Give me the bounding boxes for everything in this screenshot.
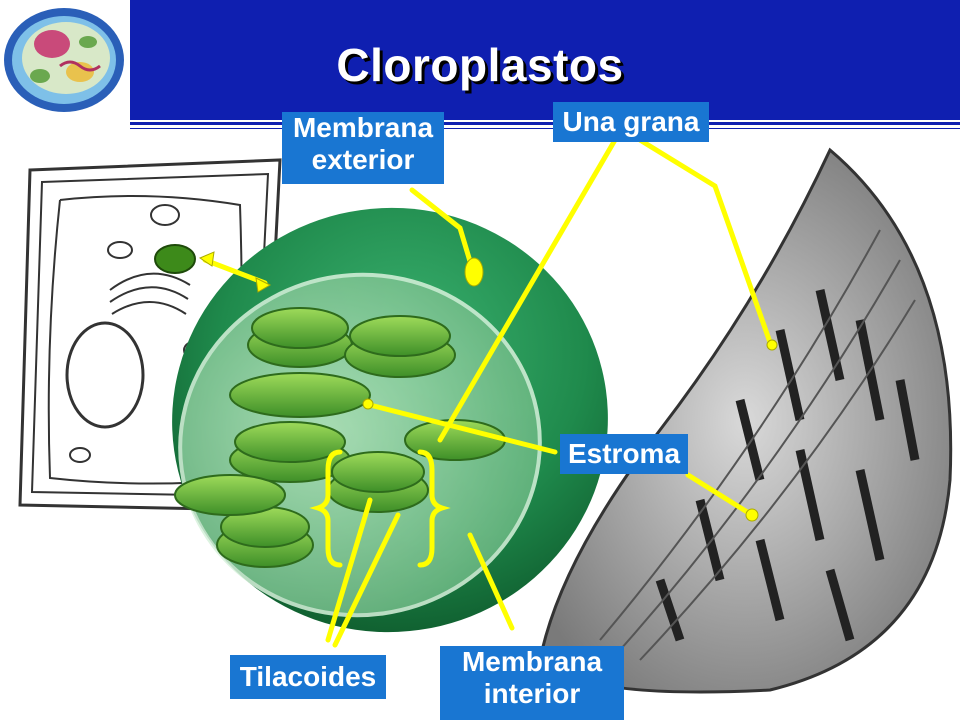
label-inner-membrane-line1: Membrana (461, 646, 603, 677)
label-inner-membrane-line2: interior (483, 678, 581, 709)
chloroplast-model (172, 207, 608, 633)
pointer-granum-micrograph (637, 137, 775, 351)
page-title: Cloroplastos (336, 39, 624, 91)
pointer-stroma-micrograph (685, 472, 755, 518)
thylakoid-stacks (174, 307, 506, 568)
chloroplast-in-cell (154, 244, 196, 274)
label-inner-membrane: Membrana interior (440, 646, 624, 720)
electron-micrograph (538, 147, 953, 694)
label-outer-membrane-line2: exterior (311, 144, 415, 175)
thylakoid-braces (309, 449, 451, 568)
pointer-lines (202, 137, 775, 648)
pointer-outer-membrane (409, 187, 475, 271)
pointer-thylakoid-2 (332, 512, 401, 648)
label-stroma: Estroma (560, 434, 688, 474)
pointer-thylakoid-1 (325, 497, 373, 643)
cell-logo-icon (4, 8, 124, 112)
cell-logo (0, 0, 130, 122)
label-granum: Una grana (553, 102, 709, 142)
pointer-markers (198, 251, 778, 522)
pointer-cell-chloroplast (202, 257, 268, 286)
pointer-stroma-model (367, 402, 558, 455)
pointer-inner-membrane (467, 532, 515, 631)
header-divider-thin (130, 128, 960, 129)
pointer-granum-model (437, 137, 618, 443)
header-bar (0, 0, 960, 120)
label-outer-membrane-line1: Membrana (292, 112, 434, 143)
label-thylakoids: Tilacoides (230, 655, 386, 699)
label-outer-membrane: Membrana exterior (282, 112, 444, 184)
header-divider (130, 122, 960, 125)
